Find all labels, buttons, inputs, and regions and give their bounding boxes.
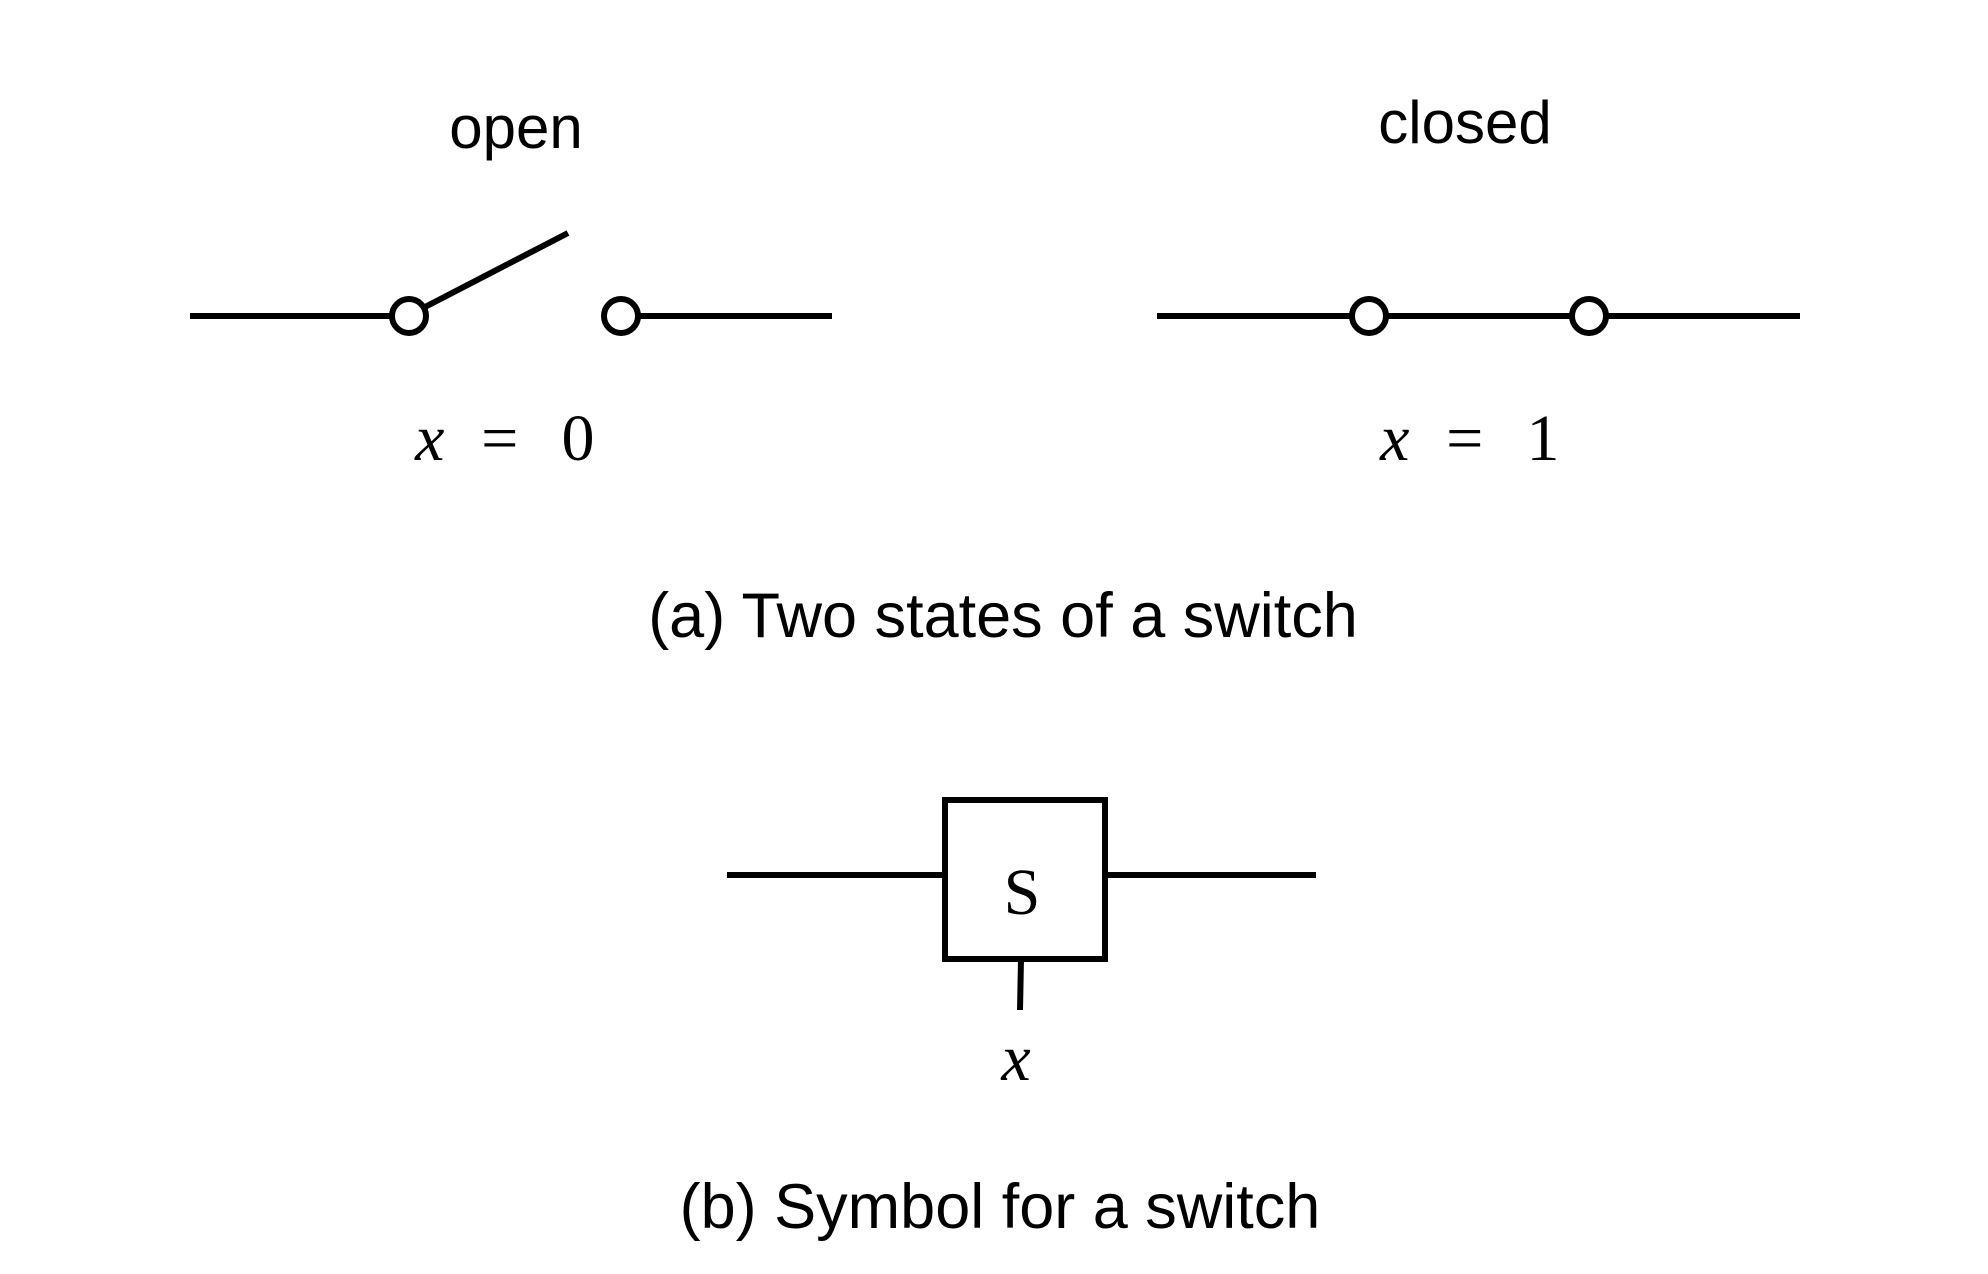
symbol-control-lead — [1017, 958, 1024, 1011]
open-equation: x = 0 — [414, 402, 594, 475]
open-switch-blade — [423, 230, 570, 310]
switch-symbol-group: S x — [727, 797, 1316, 1095]
switch-symbol-letter: S — [1004, 856, 1041, 929]
closed-equation-operator: = — [1446, 402, 1483, 475]
open-left-terminal — [389, 296, 429, 336]
symbol-control-variable: x — [1000, 1022, 1030, 1095]
closed-equation-value: 1 — [1527, 402, 1560, 475]
open-right-terminal — [601, 296, 641, 336]
closed-equation-variable: x — [1379, 402, 1409, 475]
closed-right-terminal — [1569, 296, 1609, 336]
open-state-label: open — [449, 94, 582, 161]
open-equation-variable: x — [414, 402, 444, 475]
open-switch-group: open x = 0 — [190, 94, 832, 475]
caption-a: (a) Two states of a switch — [648, 581, 1358, 651]
closed-equation: x = 1 — [1379, 402, 1559, 475]
closed-left-terminal — [1349, 296, 1389, 336]
switch-symbol-box — [942, 797, 1108, 962]
caption-b: (b) Symbol for a switch — [680, 1172, 1321, 1242]
closed-switch-group: closed x = 1 — [1157, 89, 1800, 475]
open-equation-value: 0 — [562, 402, 595, 475]
open-equation-operator: = — [481, 402, 518, 475]
closed-state-label: closed — [1378, 89, 1551, 156]
